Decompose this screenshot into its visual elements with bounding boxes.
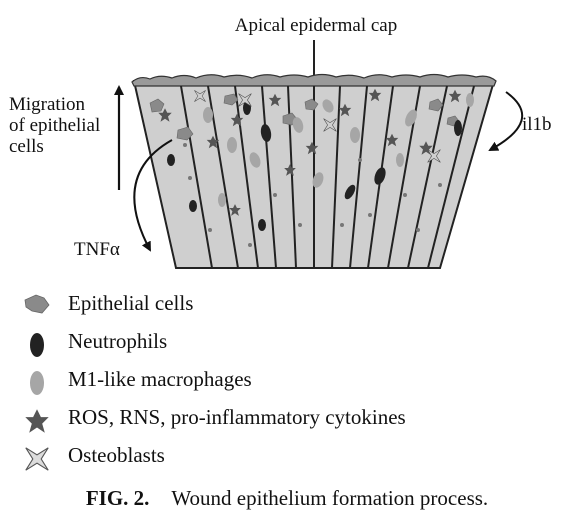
migration-label-line-1: Migration [9, 94, 85, 115]
osteoblasts [194, 90, 441, 163]
migration-label-line-3: cells [9, 136, 44, 157]
tnfa-arrow [133, 139, 173, 252]
ros-stars [158, 88, 462, 216]
il1b-label: il1b [522, 114, 552, 135]
apical-epidermal-cap [131, 73, 497, 87]
legend-label-epithelial: Epithelial cells [68, 291, 194, 315]
migration-label-line-2: of epithelial [9, 115, 100, 136]
small-particles [183, 143, 442, 247]
macrophage-icon [30, 371, 44, 395]
il1b-arrow [488, 91, 524, 151]
figure-number: FIG. 2. [85, 486, 150, 510]
figure-caption: FIG. 2. Wound epithelium formation proces… [0, 486, 574, 511]
osteoblast-icon [25, 447, 49, 471]
macrophages [203, 93, 474, 207]
tnfa-label: TNFα [74, 239, 120, 260]
epithelial-cell-icon [24, 294, 50, 314]
neutrophil-icon [30, 333, 44, 357]
legend-label-macrophages: M1-like macrophages [68, 367, 252, 391]
legend-label-neutrophils: Neutrophils [68, 329, 168, 353]
apical-epidermal-cap-label: Apical epidermal cap [235, 15, 397, 36]
epithelial-cells [149, 93, 460, 141]
ros-star-icon [25, 409, 49, 433]
caption-text: Wound epithelium formation process. [171, 486, 489, 510]
legend-label-ros: ROS, RNS, pro-inflammatory cytokines [68, 405, 406, 429]
legend-label-osteoblasts: Osteoblasts [68, 443, 165, 467]
